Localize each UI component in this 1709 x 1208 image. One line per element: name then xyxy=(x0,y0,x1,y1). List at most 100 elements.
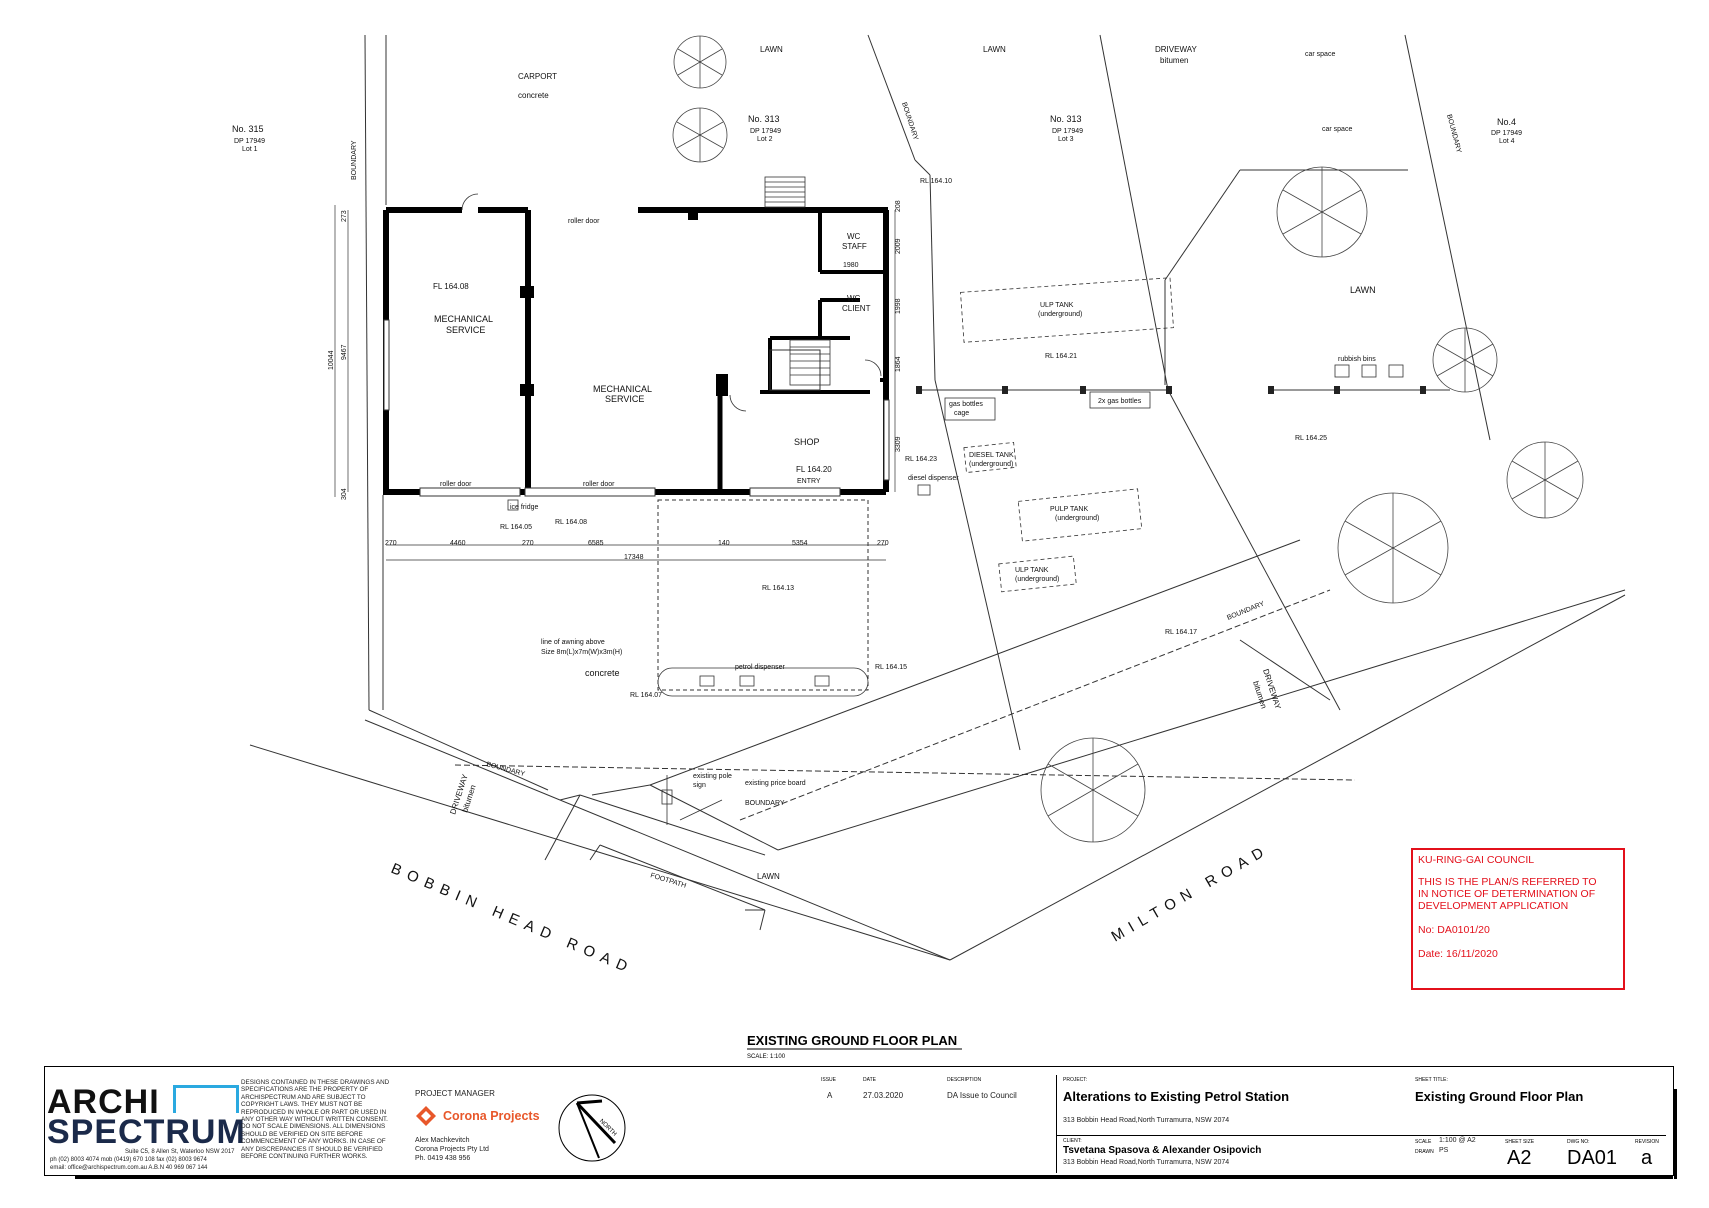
rl-level: RL 164.25 xyxy=(1295,435,1327,442)
plan-scale: SCALE: 1:100 xyxy=(747,1054,786,1060)
awning-label: line of awning above xyxy=(541,639,605,646)
plan-title: EXISTING GROUND FLOOR PLAN xyxy=(747,1033,957,1048)
rl-level: RL 164.15 xyxy=(875,664,907,671)
tree-icon xyxy=(1432,327,1498,393)
council-da-number: No: DA0101/20 xyxy=(1418,924,1490,936)
dimension-value: 140 xyxy=(718,540,730,547)
tank-label: (underground) xyxy=(1015,576,1059,583)
dimension-value: 270 xyxy=(385,540,397,547)
lot-number: No. 313 xyxy=(1050,114,1082,124)
price-board-label: existing price board xyxy=(745,780,806,787)
road-name-milton: MILTON ROAD xyxy=(1109,841,1273,946)
rl-level: RL 164.08 xyxy=(555,519,587,526)
tree-icon xyxy=(1040,737,1146,843)
boundary-label: BOUNDARY xyxy=(745,800,785,807)
tank-label: PULP TANK xyxy=(1050,506,1088,513)
tree-icon xyxy=(1337,492,1449,604)
boundary-label: BOUNDARY xyxy=(900,101,919,141)
bitumen-label: bitumen xyxy=(1160,56,1188,65)
tank-label: DIESEL TANK xyxy=(969,452,1014,459)
car-space-label: car space xyxy=(1305,51,1335,58)
client-header: CLIENT: xyxy=(1063,1138,1082,1144)
site-labels: LAWN LAWN LAWN LAWN CARPORT concrete con… xyxy=(232,45,1522,978)
tank-label: (underground) xyxy=(1038,311,1082,318)
dispenser-label: diesel dispenser xyxy=(908,475,959,482)
concrete-label: concrete xyxy=(585,668,620,678)
dimension-value: 9467 xyxy=(341,344,348,360)
logo: ARCHI SPECTRUM xyxy=(47,1083,246,1151)
room-name: SERVICE xyxy=(446,325,485,335)
concrete-label: concrete xyxy=(518,91,549,100)
tree-icon xyxy=(673,35,727,89)
tanks xyxy=(960,277,1174,593)
logo-line1: ARCHI xyxy=(47,1083,160,1121)
wall-piers xyxy=(520,210,728,396)
date-value: 27.03.2020 xyxy=(863,1091,904,1100)
sheet-title-header: SHEET TITLE: xyxy=(1415,1077,1448,1083)
gas-cage-label: gas bottles xyxy=(949,401,983,408)
room-name: SHOP xyxy=(794,437,820,447)
lawn-label: LAWN xyxy=(983,45,1006,54)
revision-header: REVISION xyxy=(1635,1139,1659,1145)
tank-label: ULP TANK xyxy=(1040,302,1074,309)
pm-firm: Corona Projects Pty Ltd xyxy=(415,1146,489,1153)
rl-level: RL 164.17 xyxy=(1165,629,1197,636)
logo-line2: SPECTRUM xyxy=(47,1113,246,1151)
dwg-header: DWG NO: xyxy=(1567,1139,1590,1145)
gas-cages xyxy=(507,364,1404,511)
stairs xyxy=(461,176,882,412)
lawn-label: LAWN xyxy=(1350,285,1376,295)
dimension-value: 1864 xyxy=(895,356,902,372)
sheet-size-value: A2 xyxy=(1507,1147,1532,1169)
building-walls xyxy=(383,207,889,495)
room-name: CLIENT xyxy=(842,304,871,313)
firm-email: email: office@archispectrum.com.au A.B.N… xyxy=(50,1165,208,1171)
scale-header: SCALE xyxy=(1415,1139,1432,1145)
pole-sign-label: sign xyxy=(693,782,706,789)
description-value: DA Issue to Council xyxy=(947,1091,1017,1100)
pole-sign xyxy=(661,775,723,825)
dispenser-label: petrol dispenser xyxy=(735,664,785,671)
awning-label: Size 8m(L)x7m(W)x3m(H) xyxy=(541,649,622,656)
council-stamp: KU-RING-GAI COUNCIL THIS IS THE PLAN/S R… xyxy=(1411,848,1625,990)
lot-label: Lot 2 xyxy=(757,136,773,143)
tank-label: ULP TANK xyxy=(1015,567,1049,574)
logo-mark-icon xyxy=(173,1085,239,1113)
room-name: WC xyxy=(847,232,861,241)
lot-number: No. 313 xyxy=(748,114,780,124)
roller-door-label: roller door xyxy=(568,218,600,225)
roller-door-label: roller door xyxy=(583,481,615,488)
gas-cage-label: cage xyxy=(954,410,969,417)
date-header: DATE xyxy=(863,1077,876,1083)
rl-level: RL 164.23 xyxy=(905,456,937,463)
trees xyxy=(672,35,1584,843)
rl-level: RL 164.21 xyxy=(1045,353,1077,360)
floor-level: FL 164.08 xyxy=(433,282,469,291)
north-arrow-icon xyxy=(557,1093,627,1163)
room-name: WC xyxy=(847,294,861,303)
lot-label: Lot 3 xyxy=(1058,136,1074,143)
project-header: PROJECT: xyxy=(1063,1077,1088,1083)
drawn-value: PS xyxy=(1439,1147,1449,1154)
tree-icon xyxy=(1276,166,1368,258)
tree-icon xyxy=(672,107,728,163)
disclaimer: DESIGNS CONTAINED IN THESE DRAWINGS AND … xyxy=(241,1079,390,1161)
council-heading: KU-RING-GAI COUNCIL xyxy=(1418,854,1535,866)
boundary-label: BOUNDARY xyxy=(1226,600,1266,621)
petrol-island xyxy=(657,667,869,697)
boundary-label: BOUNDARY xyxy=(1445,114,1462,154)
room-name: STAFF xyxy=(842,242,867,251)
revision-value: a xyxy=(1641,1147,1653,1169)
dimension-value: 3309 xyxy=(895,436,902,452)
carport-label: CARPORT xyxy=(518,72,557,81)
lot-dp: DP 17949 xyxy=(1052,128,1083,135)
council-date: Date: 16/11/2020 xyxy=(1418,948,1498,960)
rl-level: RL 164.05 xyxy=(500,524,532,531)
pm-name: Alex Machkevitch xyxy=(415,1137,470,1144)
firm-phone: ph (02) 8003 4074 mob (0419) 670 108 fax… xyxy=(50,1157,207,1163)
sheet-title: Existing Ground Floor Plan xyxy=(1415,1089,1584,1104)
ice-fridge-label: ice fridge xyxy=(510,504,539,511)
title-block: ARCHI SPECTRUM Suite C5, 8 Allen St, Wat… xyxy=(44,1066,1677,1179)
firm-address: Suite C5, 8 Allen St, Waterloo NSW 2017 xyxy=(125,1149,235,1155)
issue-value: A xyxy=(827,1091,833,1100)
